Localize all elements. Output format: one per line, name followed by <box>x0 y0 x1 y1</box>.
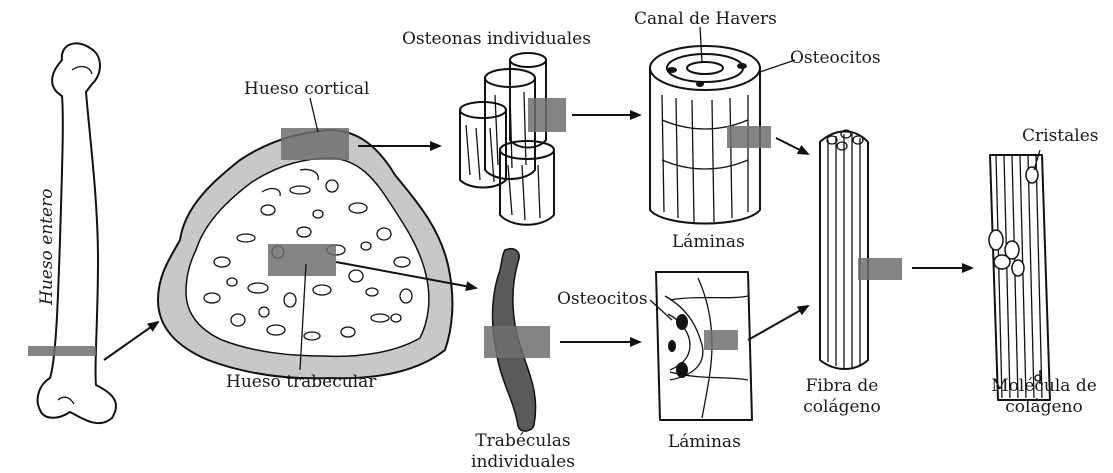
label-cristales: Cristales <box>1022 126 1098 146</box>
label-trabeculas-line1: Trabéculas <box>475 431 570 451</box>
label-hueso-entero: Hueso entero <box>37 189 57 306</box>
label-osteocitos-top: Osteocitos <box>790 48 881 68</box>
bottom-lamella-highlight <box>704 330 738 350</box>
arrow-lamellae-to-fiber <box>748 306 808 340</box>
leader-osteocitos-bottom <box>650 300 672 320</box>
label-osteonas-individuales: Osteonas individuales <box>402 29 591 49</box>
trabecular-sample-highlight <box>268 244 336 276</box>
fiber-sample-highlight <box>858 258 902 280</box>
leader-havers <box>700 27 702 62</box>
label-hueso-trabecular: Hueso trabecular <box>226 372 377 392</box>
collagen-fiber-illustration <box>820 130 868 369</box>
label-canal-de-havers: Canal de Havers <box>634 9 777 29</box>
leader-cortical <box>310 98 318 132</box>
label-trabeculas-line2: individuales <box>471 452 575 472</box>
label-molecula-line2: colágeno <box>1005 397 1082 417</box>
label-laminas-bottom: Láminas <box>668 432 741 452</box>
femur-sample-highlight <box>28 346 96 356</box>
arrow-femur-to-section <box>104 322 158 360</box>
label-osteocitos-bottom: Osteocitos <box>557 289 648 309</box>
arrow-cylinder-to-fiber <box>776 138 808 154</box>
lamella-sample-highlight <box>727 126 771 148</box>
osteons-illustration <box>460 53 554 225</box>
label-fibra-line1: Fibra de <box>806 376 879 396</box>
leader-cristales <box>1034 150 1040 170</box>
label-laminas-top: Láminas <box>672 232 745 252</box>
label-molecula-line1: Molécula de <box>991 376 1097 396</box>
osteon-sample-highlight <box>528 98 566 132</box>
collagen-molecule-illustration <box>989 155 1050 400</box>
cortical-sample-highlight <box>281 128 349 160</box>
label-fibra-line2: colágeno <box>803 397 880 417</box>
trabecula-sample-highlight <box>484 326 550 358</box>
label-hueso-cortical: Hueso cortical <box>244 79 369 99</box>
